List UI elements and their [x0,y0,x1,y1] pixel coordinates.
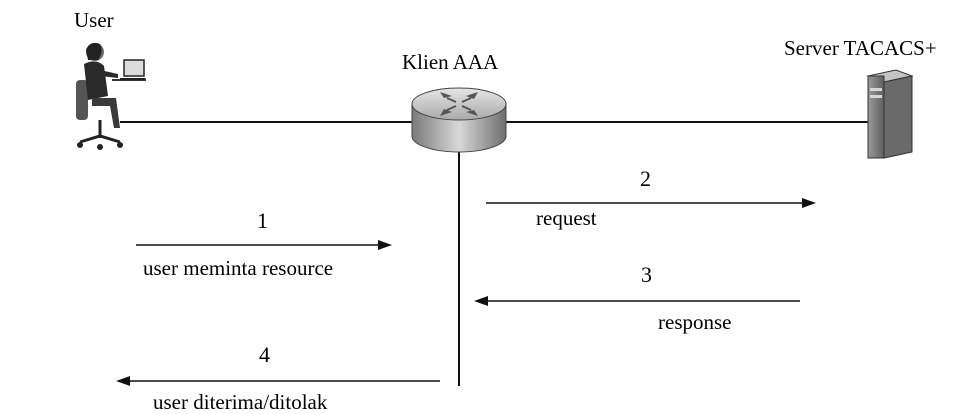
step-4-label: user diterima/ditolak [153,390,328,414]
step-1-arrow [136,240,392,250]
step-arrows [116,198,816,386]
router-icon [411,87,507,153]
server-tower-icon [866,69,914,159]
step-2-number: 2 [640,166,651,191]
user-at-laptop-icon [76,42,146,150]
node-label-server: Server TACACS+ [784,36,937,60]
step-2-label: request [536,206,597,230]
step-3-number: 3 [641,262,652,287]
node-label-client: Klien AAA [402,50,499,74]
step-3-arrow [474,296,800,306]
step-2-arrow [486,198,816,208]
step-4-number: 4 [259,342,270,367]
step-1-number: 1 [257,208,268,233]
step-4-arrow [116,376,440,386]
node-label-user: User [74,8,114,32]
step-1-label: user meminta resource [143,256,334,280]
step-3-label: response [658,310,732,334]
